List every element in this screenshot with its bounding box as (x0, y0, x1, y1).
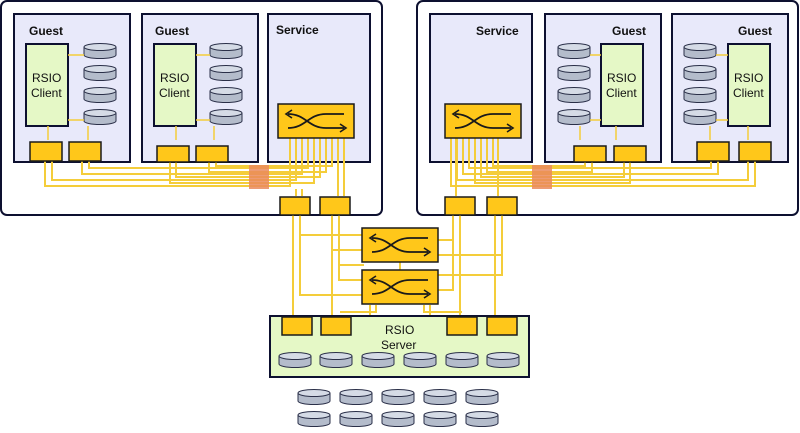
highlight-marker (532, 165, 552, 189)
switch-icon (361, 227, 439, 263)
client-disk-links (47, 54, 749, 140)
left-guest-vm-2 (141, 13, 259, 163)
guest-label: Guest (612, 24, 646, 38)
switch-icon (361, 269, 439, 305)
guest-label: Guest (29, 24, 63, 38)
disk-icon (297, 389, 499, 427)
rsio-client-box (727, 43, 771, 127)
guest-label: Guest (738, 24, 772, 38)
rsio-server-label: RSIO (385, 323, 414, 337)
rsio-client-label: Client (733, 86, 764, 100)
rsio-client-label: Client (159, 86, 190, 100)
service-label: Service (476, 24, 519, 38)
switch-icon (444, 103, 522, 139)
rsio-server-label: Server (381, 338, 416, 352)
rsio-client-label: Client (606, 86, 637, 100)
rsio-client-label: RSIO (607, 71, 636, 85)
rsio-client-box (600, 43, 644, 127)
rsio-client-box (153, 43, 197, 127)
rsio-client-label: RSIO (160, 71, 189, 85)
rsio-client-box (25, 43, 69, 127)
rsio-server-box (269, 315, 530, 378)
highlight-marker (249, 165, 269, 189)
rsio-client-label: RSIO (734, 71, 763, 85)
port-icon (281, 316, 518, 336)
service-label: Service (276, 23, 319, 37)
rsio-client-label: Client (31, 86, 62, 100)
switch-icon (277, 103, 355, 139)
guest-label: Guest (155, 24, 189, 38)
rsio-client-label: RSIO (32, 71, 61, 85)
port-icon (29, 141, 772, 216)
